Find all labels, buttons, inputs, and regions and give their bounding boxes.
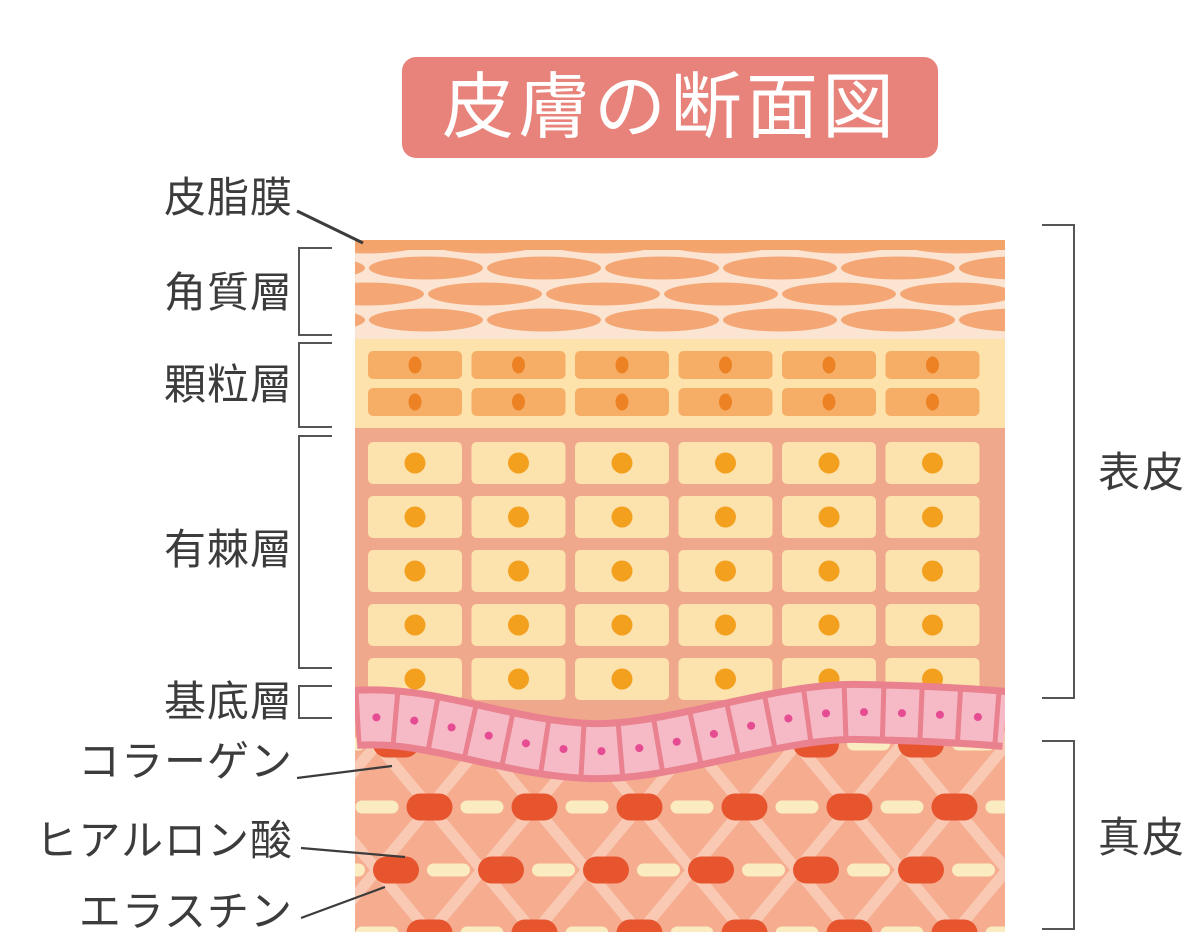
leader-hyaluronic-acid	[300, 846, 406, 859]
sebum-film-layer	[355, 240, 1005, 250]
granular-layer	[355, 339, 1005, 428]
bracket-dermis	[1042, 740, 1075, 930]
label-hyaluronic-acid: ヒアルロン酸	[35, 817, 293, 864]
label-epidermis: 表皮	[1098, 449, 1187, 496]
leader-elastin	[300, 885, 386, 920]
label-basal-layer: 基底層	[163, 678, 293, 725]
bracket-stratum-corneum	[298, 247, 332, 336]
label-sebum-film: 皮脂膜	[163, 174, 293, 221]
bracket-spinous-layer	[298, 435, 332, 669]
bracket-epidermis	[1042, 224, 1075, 699]
bracket-granular-layer	[298, 342, 332, 428]
label-dermis: 真皮	[1098, 814, 1187, 861]
leader-collagen	[296, 764, 393, 780]
label-granular-layer: 顆粒層	[163, 361, 293, 408]
page-title: 皮膚の断面図	[441, 67, 898, 148]
spinous-layer	[355, 428, 1005, 725]
label-spinous-layer: 有棘層	[163, 526, 293, 573]
label-stratum-corneum: 角質層	[163, 269, 293, 316]
stratum-corneum-layer	[355, 250, 1005, 339]
basal-layer-band	[355, 680, 1005, 783]
bracket-basal-layer	[298, 685, 332, 719]
label-collagen: コラーゲン	[77, 738, 293, 785]
label-elastin: エラスチン	[78, 888, 293, 935]
leader-sebum-film	[296, 209, 364, 245]
title-banner: 皮膚の断面図	[402, 57, 938, 158]
